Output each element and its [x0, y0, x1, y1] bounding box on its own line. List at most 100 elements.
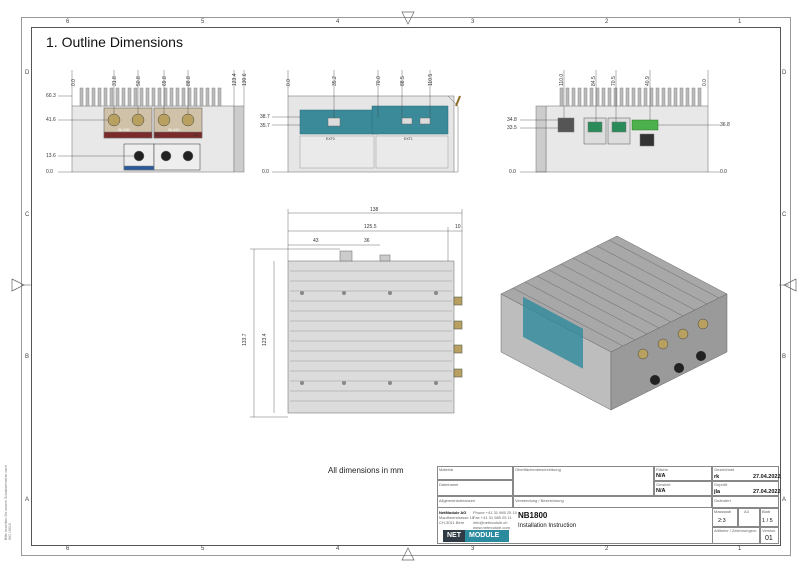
side-dim-top-4: 110.5: [428, 73, 434, 86]
side-dim-top-2: 70.0: [376, 76, 382, 86]
side-dim-top-3: 88.5: [400, 76, 406, 86]
tb-area-label: Fläche: [656, 467, 669, 472]
front-label-a1: A1: [155, 133, 160, 137]
isometric-view-drawing: [500, 235, 728, 411]
tb-ident-label: Artikelnr / Zeichnungsnr.: [714, 528, 758, 533]
front-dim-top-4: 88.8: [186, 76, 192, 86]
tb-email: info@netmodule.ch: [473, 520, 508, 525]
netmodule-logo: NET MODULE: [443, 530, 509, 542]
grid-row-c: C: [25, 212, 30, 218]
tb-approved-label: Geändert: [714, 498, 731, 503]
tb-checked-date: 27.04.2022: [753, 489, 781, 495]
tb-weight-label: Gewicht: [656, 482, 671, 487]
grid-row-b-right: B: [782, 354, 787, 360]
side-dim-left-0: 38.7: [260, 114, 270, 120]
rear-view-drawing: [520, 70, 720, 173]
top-dim-h-2: 43: [313, 238, 319, 244]
front-label-wlan1: WLAN1: [168, 128, 181, 132]
grid-col-5-bottom: 5: [201, 546, 205, 552]
side-label-ext1: EXT1: [404, 137, 413, 141]
top-dim-h-3: 36: [364, 238, 370, 244]
front-dim-left-2: 13.6: [46, 153, 56, 159]
grid-col-5: 5: [201, 19, 205, 25]
rear-dim-top-3: 40.9: [645, 76, 651, 86]
tb-web: www.netmodule.com: [473, 525, 510, 530]
rear-dim-right-1: 0.0: [720, 169, 727, 175]
side-dim-left-2: 0.0: [262, 169, 269, 175]
grid-row-d-right: D: [782, 70, 787, 76]
side-dim-top-0: 0.0: [286, 79, 292, 86]
tb-drawn-date: 27.04.2022: [753, 474, 781, 480]
rear-dim-top-4: 0.0: [702, 79, 708, 86]
side-dim-left-1: 35.7: [260, 123, 270, 129]
tb-drawn-label: Gezeichnet: [714, 467, 735, 472]
tb-checked-label: Geprüft: [714, 482, 728, 487]
front-dim-left-1: 41.6: [46, 117, 56, 123]
tb-product: NB1800: [518, 511, 548, 520]
front-dim-top-5: 123.4: [232, 73, 238, 86]
tb-company: NetModule AG: [439, 510, 467, 515]
grid-row-a: A: [25, 497, 30, 503]
grid-row-a-right: A: [782, 497, 787, 503]
tb-address-1: Maulbeerstrasse 10: [439, 515, 475, 520]
side-label-ext0: EXT0: [326, 137, 335, 141]
grid-col-3: 3: [471, 19, 475, 25]
tb-weight-value: N/A: [656, 488, 666, 494]
dimensions-note: All dimensions in mm: [328, 466, 404, 475]
tb-material-label: Material: [439, 467, 454, 472]
front-view-drawing: [58, 70, 245, 173]
side-copyright-note: Bitte beachten Sie unsere Schutzvermerke…: [4, 465, 12, 540]
drawing-frame: [31, 27, 781, 546]
top-view-drawing: [250, 209, 463, 418]
side-dim-top-1: 35.2: [332, 76, 338, 86]
tb-area-value: N/A: [656, 473, 666, 479]
logo-module: MODULE: [465, 530, 509, 542]
front-dim-top-3: 69.8: [162, 76, 168, 86]
rear-dim-top-0: 110.0: [559, 73, 565, 86]
tb-version-label: Version: [762, 528, 776, 533]
front-dim-top-1: 31.8: [112, 76, 118, 86]
front-dim-left-0: 60.3: [46, 93, 56, 99]
rear-dim-right-0: 36.8: [720, 122, 730, 128]
tb-surface-label: Oberflächenbeschreibung: [515, 467, 561, 472]
grid-col-1: 1: [738, 19, 742, 25]
grid-col-4-bottom: 4: [336, 546, 340, 552]
rear-dim-top-1: 84.5: [591, 76, 597, 86]
page-title: 1. Outline Dimensions: [46, 34, 183, 50]
rear-dim-left-0: 34.8: [507, 117, 517, 123]
grid-row-d: D: [25, 70, 30, 76]
front-dim-top-0: 0.0: [71, 79, 77, 86]
tb-sheet-value: 1 / 5: [762, 518, 773, 524]
top-dim-v-0: 133.7: [242, 333, 248, 346]
rear-dim-left-2: 0.0: [509, 169, 516, 175]
tb-sheet-label: Blatt: [762, 509, 771, 514]
side-view-drawing: [272, 70, 461, 173]
front-dim-top-2: 50.8: [136, 76, 142, 86]
grid-row-c-right: C: [782, 212, 787, 218]
grid-col-2-bottom: 2: [605, 546, 609, 552]
tb-tolerance-label: Allgemeintoleranzen: [439, 498, 476, 503]
front-dim-left-3: 0.0: [46, 169, 53, 175]
tb-version-value: 01: [765, 535, 773, 542]
rear-dim-left-1: 33.5: [507, 125, 517, 131]
tb-scale-label: Massstab: [714, 509, 732, 514]
tb-doc-title: Installation Instruction: [518, 523, 577, 529]
grid-col-2: 2: [605, 19, 609, 25]
grid-col-6-bottom: 6: [66, 546, 70, 552]
tb-phone: Phone +41 31 985 25 10: [473, 510, 517, 515]
logo-net: NET: [443, 530, 465, 542]
rear-dim-top-2: 70.5: [611, 76, 617, 86]
grid-col-6: 6: [66, 19, 70, 25]
top-dim-h-0: 138: [370, 207, 379, 213]
tb-scale-value: 2:3: [718, 518, 726, 524]
grid-col-4: 4: [336, 19, 340, 25]
grid-col-1-bottom: 1: [738, 546, 742, 552]
tb-address-2: CH-3011 Bern: [439, 520, 465, 525]
grid-col-3-bottom: 3: [471, 546, 475, 552]
top-dim-h-1: 125.5: [364, 224, 377, 230]
front-dim-top-6: 130.6: [242, 73, 248, 86]
front-label-a2: A2: [194, 133, 199, 137]
top-dim-h-4: 10: [455, 224, 461, 230]
top-dim-v-1: 123.4: [262, 333, 268, 346]
